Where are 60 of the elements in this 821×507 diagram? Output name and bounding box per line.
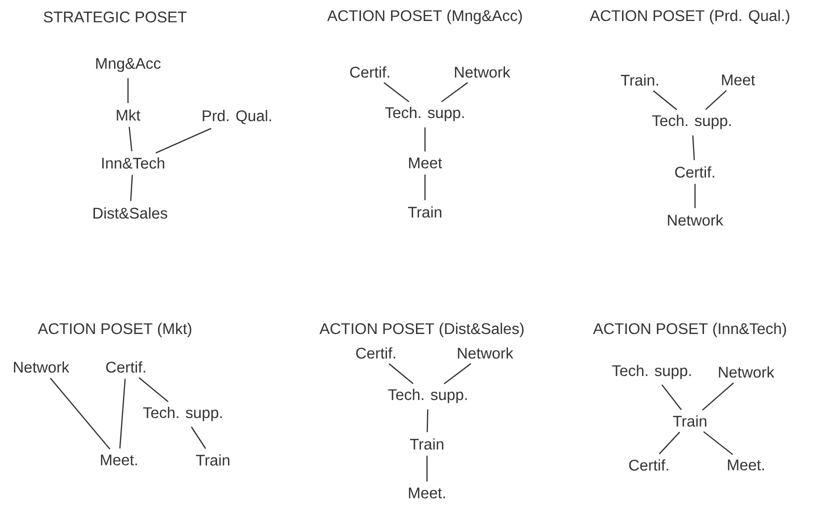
node-label: Tech. supp. [385,106,464,122]
connector-line [424,127,426,152]
node-label: Network [454,66,510,78]
connector-line [127,78,129,104]
node-label: Tech. supp. [143,406,222,422]
node-label: Train [408,206,442,218]
node-label: Certif. [629,459,668,471]
connector-line [444,363,472,384]
connector-line [384,82,410,102]
connector-line [702,382,734,411]
node-label: Train. [620,74,658,86]
node-label: Inn&Tech [102,157,164,169]
node-label: Certif. [356,347,396,359]
node-label: Tech. supp. [388,388,467,404]
node-label: Certif. [675,166,714,178]
connector-line [426,456,428,482]
node-label: Train [196,454,230,466]
connector-line [388,363,414,384]
node-label: Meet. [100,454,137,466]
node-label: Tech. supp. [612,364,691,380]
panel-title: ACTION POSET (Prd. Qual.) [590,10,790,24]
connector-line [692,135,695,160]
node-label: Meet. [408,488,445,498]
node-label: Certif. [106,361,146,373]
node-label: Network [458,347,514,359]
node-label: Mng&Acc [96,58,161,72]
connector-line [661,384,682,410]
panel-title: STRATEGIC POSET [44,12,187,22]
connector-line [190,426,206,449]
node-label: Network [14,361,70,373]
connector-line [424,174,426,200]
connector-line [130,174,133,202]
node-label: Tech. supp. [652,114,731,130]
connector-line [138,377,168,402]
node-label: Network [718,366,774,378]
panel-title: ACTION POSET (Mkt) [38,322,192,338]
node-label: Meet [722,74,756,86]
node-label: Mkt [116,109,140,121]
panel-title: ACTION POSET (Dist&Sales) [320,322,524,338]
connector-line [426,409,428,432]
node-label: Train [673,415,706,427]
connector-line [50,378,110,450]
node-label: Certif. [350,66,390,78]
connector-line [441,82,468,102]
connector-line [694,184,696,208]
connector-line [658,432,680,454]
node-label: Network [668,214,724,226]
node-label: Meet [409,158,442,168]
panel-title: ACTION POSET (Mng&Acc) [327,10,522,24]
connector-line [156,128,212,154]
connector-line [705,90,727,110]
connector-line [128,126,132,152]
node-label: Prd. Qual. [202,110,272,124]
connector-line [119,378,126,448]
node-label: Dist&Sales [94,207,168,219]
node-label: Meet. [728,460,764,470]
connector-line [703,431,734,456]
panel-title: ACTION POSET (Inn&Tech) [593,322,786,338]
node-label: Train [410,438,444,450]
connector-line [652,90,678,110]
